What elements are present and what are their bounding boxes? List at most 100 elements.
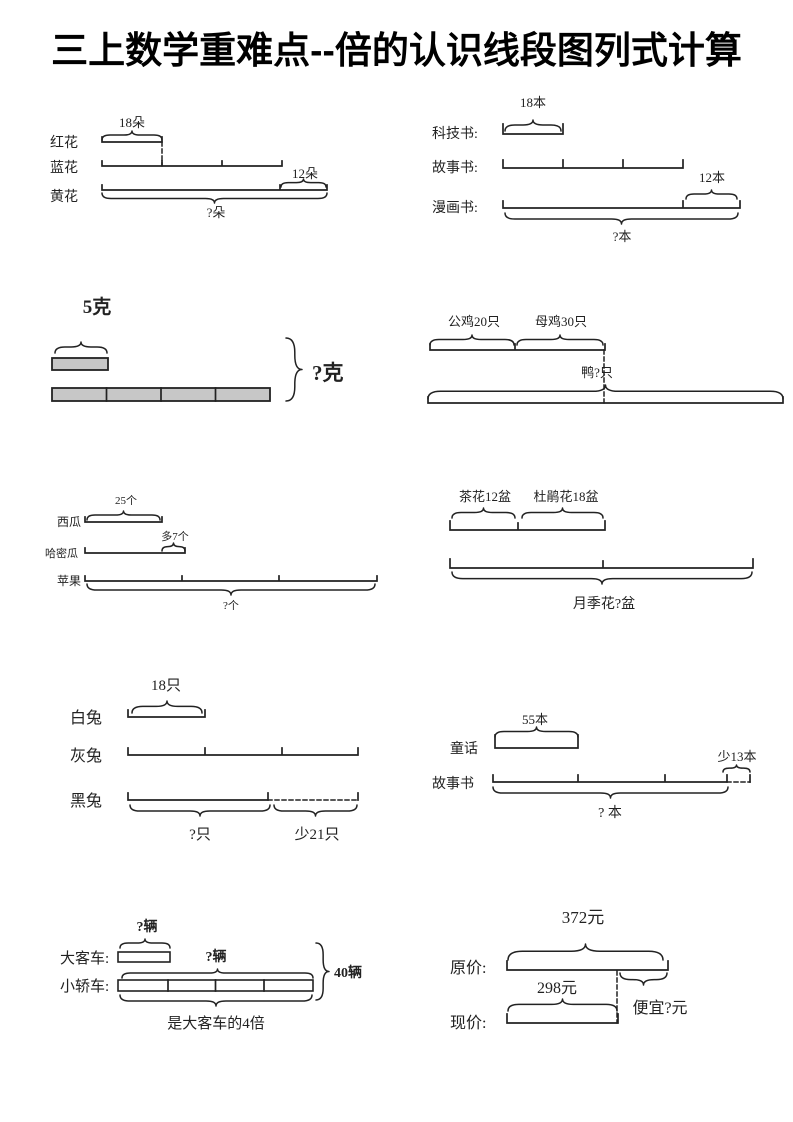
rose-brace: [451, 571, 753, 585]
yellow-flower-line: [101, 184, 328, 191]
fairy-line: [494, 734, 579, 749]
white-rabbit-brace: [131, 700, 203, 714]
comic-line: [502, 200, 741, 209]
blue-flower-line: [101, 160, 283, 167]
grams-small-bar: [51, 357, 109, 371]
diagram-books-sci: 18本 科技书: 故事书: 12本 漫画书: ?本: [432, 95, 741, 244]
diagram-books-fairy: 55本 童话 少13本 故事书 ? 本: [432, 712, 757, 821]
duck-brace: [427, 384, 784, 400]
bus-label: 大客车:: [60, 950, 109, 967]
red-flower-label: 红花: [50, 135, 78, 151]
diagram-prices: 372元 原价: 298元 现价: 便宜?元: [450, 908, 688, 1032]
original-price-brace: [507, 943, 664, 961]
rose-label: 月季花?盆: [573, 596, 635, 612]
black-rabbit-line: [127, 792, 359, 801]
vehicles-total-brace: [315, 942, 330, 1001]
grams-known-label: 5克: [83, 295, 112, 318]
duck-line: [427, 396, 784, 404]
red-flower-line: [101, 136, 163, 143]
black-rabbit-count-label: ?只: [189, 827, 211, 843]
cheaper-label: 便宜?元: [632, 999, 687, 1017]
story-line: [502, 159, 684, 169]
rooster-brace: [429, 334, 515, 346]
less-count-label: 少21只: [294, 826, 339, 843]
current-label: 现价:: [450, 1015, 486, 1032]
diagram-poultry: 公鸡20只 母鸡30只 鸭?只: [427, 314, 784, 404]
less-books-label: 少13本: [717, 749, 756, 764]
cheaper-brace: [619, 972, 668, 986]
less-brace: [273, 804, 358, 817]
rooster-label: 公鸡20只: [448, 314, 500, 329]
apple-label: 苹果: [57, 574, 81, 588]
car-bar-dividers: [167, 979, 265, 992]
red-flower-brace: [101, 130, 163, 141]
fairy-count-label: 55本: [522, 712, 548, 727]
hen-label: 母鸡30只: [535, 314, 587, 329]
black-rabbit-label: 黑兔: [70, 792, 102, 810]
page-title: 三上数学重难点--倍的认识线段图列式计算: [51, 30, 742, 71]
watermelon-count-label: 25个: [115, 494, 137, 507]
pots-top-line: [449, 520, 606, 531]
black-rabbit-brace: [129, 804, 271, 817]
blue-flower-label: 蓝花: [50, 160, 78, 176]
hami-label: 哈密瓜: [45, 546, 78, 560]
hen-brace: [516, 334, 604, 346]
story-label: 故事书:: [432, 160, 478, 176]
watermelon-brace: [86, 510, 161, 521]
comic-extra-brace: [685, 189, 738, 200]
current-price-brace: [507, 998, 618, 1012]
comic-label: 漫画书:: [432, 200, 478, 216]
current-price-label: 298元: [537, 980, 577, 997]
diagram-melons: 25个 西瓜 多7个 哈密瓜 苹果 ?个: [45, 494, 378, 612]
sci-label: 科技书:: [432, 126, 478, 142]
diagram-flowers: 红花 蓝花 黄花 18朵 12朵 ?朵: [50, 115, 328, 220]
sci-brace: [504, 119, 562, 132]
gray-rabbit-label: 灰兔: [70, 747, 102, 765]
extra-count-label: 12朵: [292, 166, 318, 181]
original-label: 原价:: [450, 960, 486, 977]
hami-line: [84, 547, 186, 554]
apple-total-label: ?个: [223, 599, 239, 612]
apple-line: [84, 575, 378, 582]
fairy-label: 童话: [450, 740, 478, 757]
storybook-total-brace: [492, 786, 729, 799]
books-total-brace: [504, 212, 739, 225]
yellow-flower-label: 黄花: [50, 188, 78, 205]
grams-bar-dividers: [105, 387, 217, 402]
red-flower-count-label: 18朵: [119, 115, 145, 130]
vehicles-total-label: 40辆: [334, 964, 362, 981]
original-price-line: [506, 960, 669, 971]
white-rabbit-count-label: 18只: [151, 678, 181, 694]
original-price-label: 372元: [562, 908, 605, 927]
more-count-label: 多7个: [161, 529, 189, 543]
camellia-label: 茶花12盆: [459, 489, 511, 504]
times-brace: [119, 994, 313, 1007]
books-total-label: ?本: [613, 229, 632, 244]
gray-rabbit-line: [127, 747, 359, 756]
storybook-total-label: ? 本: [598, 805, 622, 821]
white-rabbit-line: [127, 709, 206, 718]
storybook-line: [492, 774, 751, 783]
bus-bar: [117, 951, 171, 963]
diagram-grams: 5克 ?克: [51, 295, 344, 402]
chicken-line: [429, 343, 606, 351]
watermelon-label: 西瓜: [57, 515, 81, 529]
current-price-line: [506, 1013, 619, 1024]
sci-line: [502, 123, 564, 135]
diagram-rabbits: 18只 白兔 灰兔 黑兔 ?只 少21只: [70, 678, 359, 843]
pots-bottom-line: [449, 558, 754, 569]
fairy-brace: [494, 726, 579, 738]
flowers-total-label: ?朵: [207, 205, 226, 220]
camellia-brace: [451, 507, 516, 519]
comic-extra-label: 12本: [699, 170, 725, 185]
duck-label: 鸭?只: [581, 365, 613, 380]
grams-small-brace: [54, 341, 108, 354]
storybook-label: 故事书: [432, 776, 474, 792]
times-note-label: 是大客车的4倍: [167, 1015, 265, 1032]
car-count-label: ?辆: [206, 948, 227, 965]
watermelon-line: [84, 516, 163, 523]
grams-total-label: ?克: [312, 361, 344, 385]
car-label: 小轿车:: [60, 978, 109, 995]
